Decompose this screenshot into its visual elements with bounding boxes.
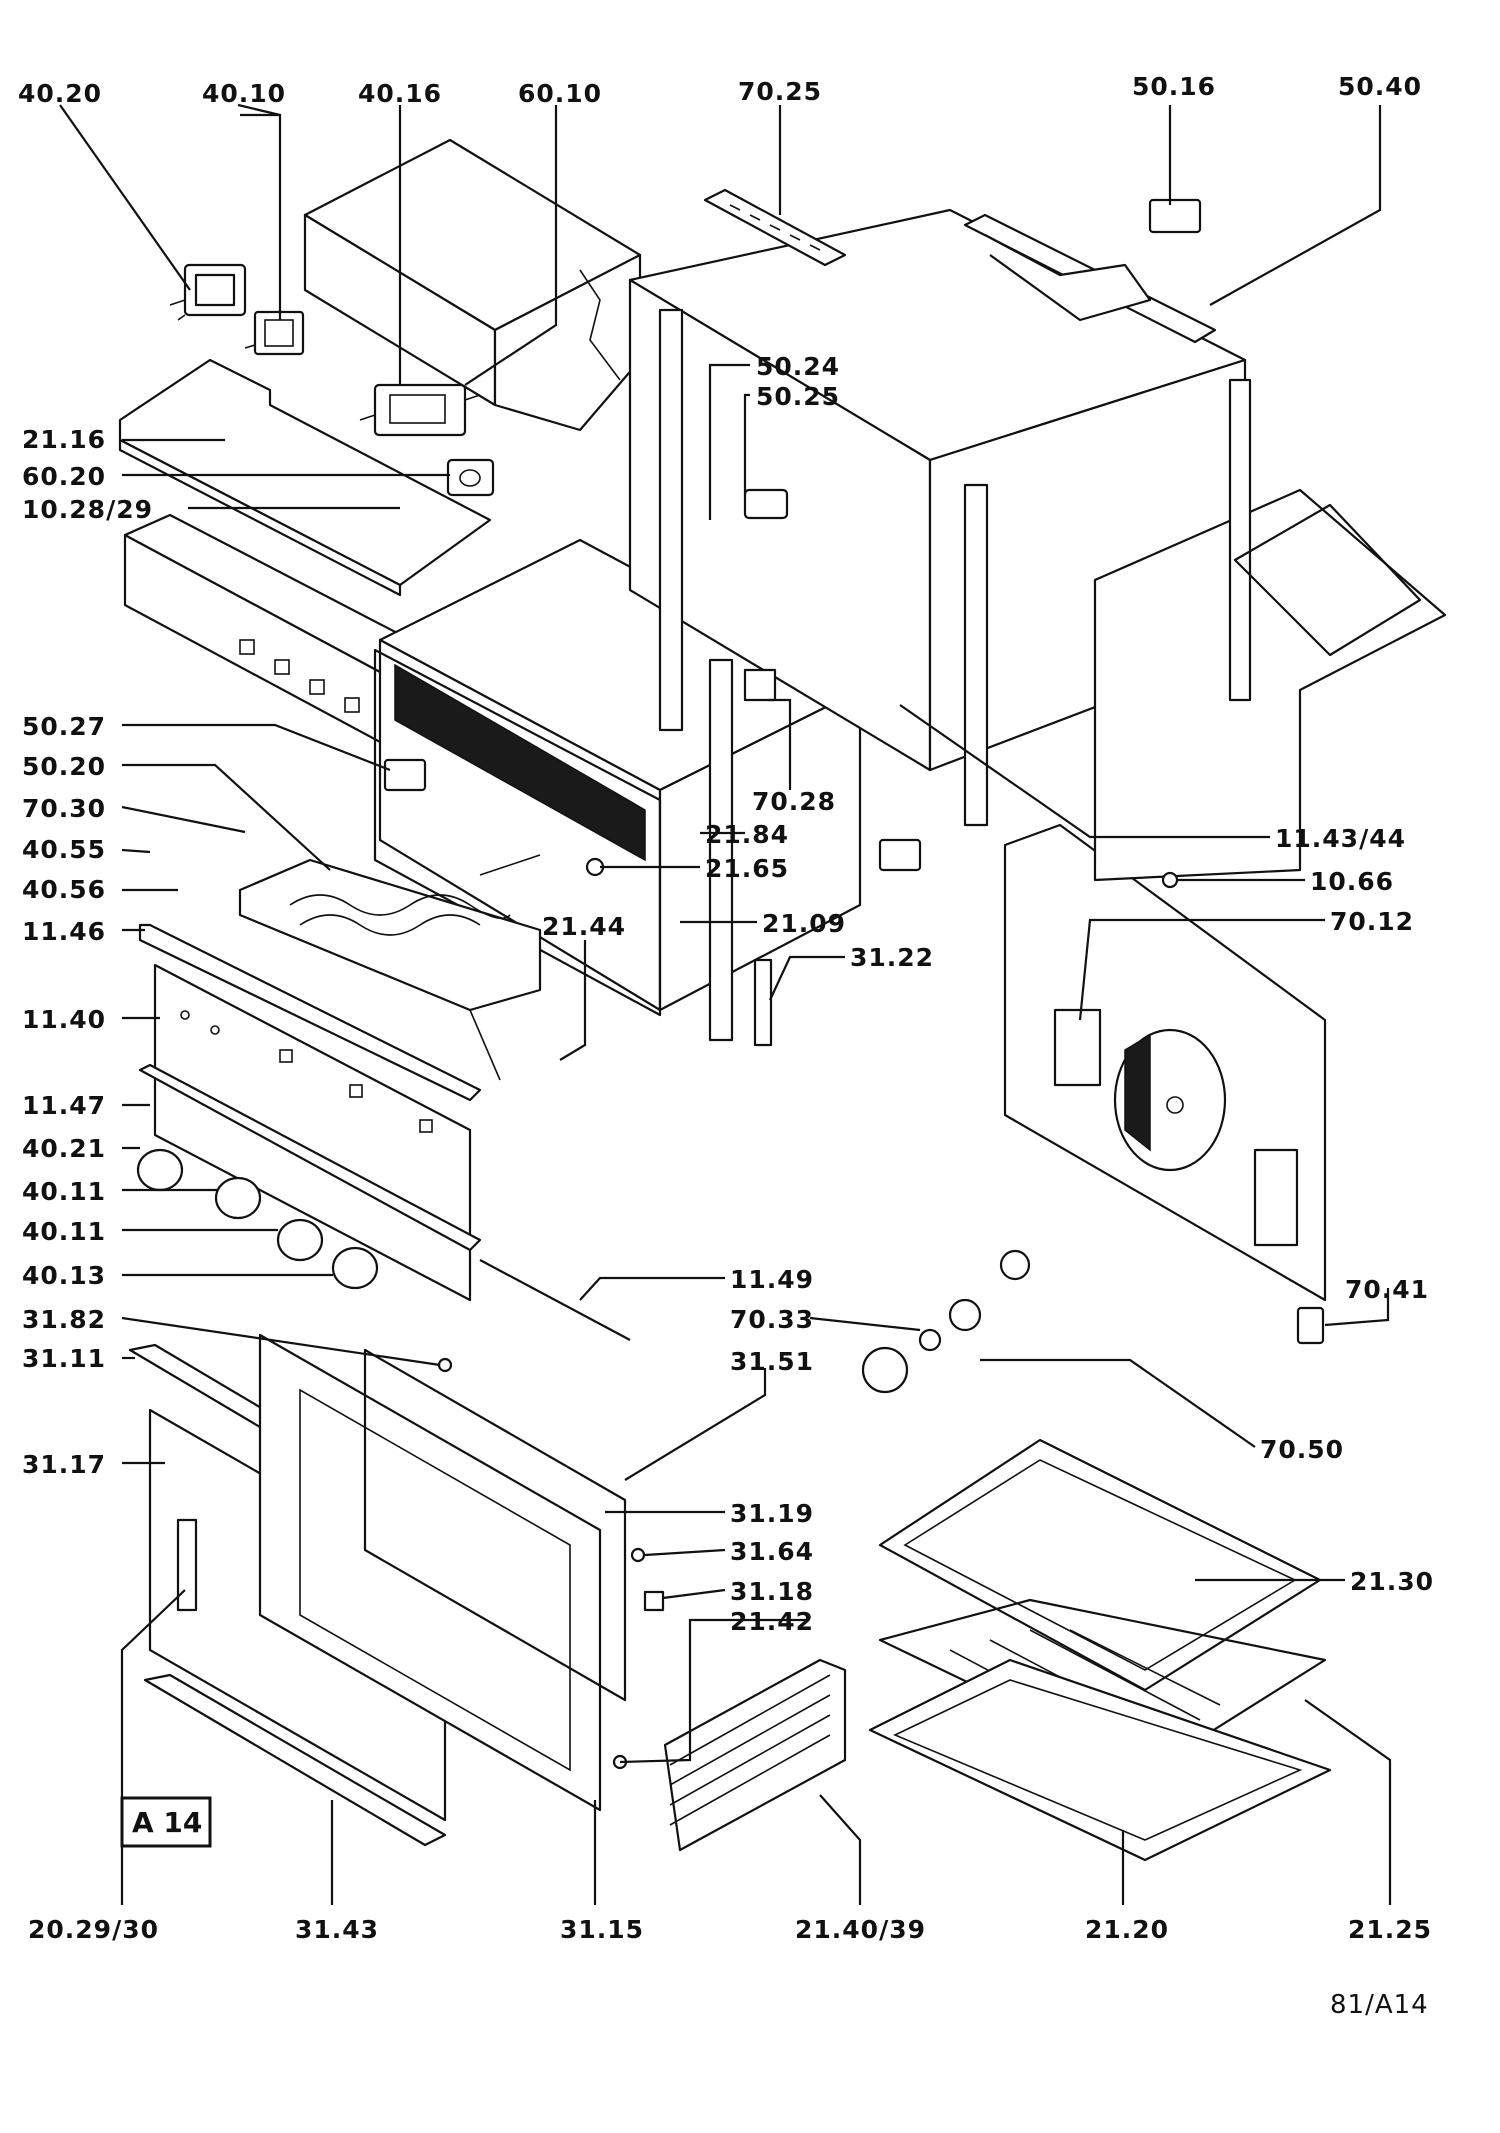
- label-21-16: 21.16: [22, 425, 106, 454]
- label-50-20: 50.20: [22, 752, 106, 781]
- label-21-84: 21.84: [705, 820, 789, 849]
- grill-element-50-40: [963, 213, 1422, 657]
- label-70-41: 70.41: [1345, 1275, 1429, 1304]
- label-40-13: 40.13: [22, 1261, 106, 1290]
- label-10-28-29: 10.28/29: [22, 495, 153, 524]
- terminal-block-70-25: [703, 188, 847, 267]
- label-50-16: 50.16: [1132, 72, 1216, 101]
- label-70-33: 70.33: [730, 1305, 814, 1334]
- label-21-30: 21.30: [1350, 1567, 1434, 1596]
- label-40-55: 40.55: [22, 835, 106, 864]
- top-cover-60-10: [303, 138, 642, 432]
- label-70-50: 70.50: [1260, 1435, 1344, 1464]
- thermostat-40-16: [359, 383, 481, 437]
- label-31-18: 31.18: [730, 1577, 814, 1606]
- part-drawings: [118, 138, 1447, 1862]
- timer-40-20: [169, 263, 247, 321]
- label-31-17: 31.17: [22, 1450, 106, 1479]
- lamp-socket-60-20: [446, 458, 495, 497]
- label-60-10: 60.10: [518, 79, 602, 108]
- label-50-40: 50.40: [1338, 72, 1422, 101]
- label-70-25: 70.25: [738, 77, 822, 106]
- label-11-46: 11.46: [22, 917, 106, 946]
- label-60-20: 60.20: [22, 462, 106, 491]
- control-panel-11-40: [138, 923, 482, 1302]
- label-11-43-44: 11.43/44: [1275, 824, 1406, 853]
- baking-tray-21-30: [878, 1438, 1322, 1692]
- relay-50-16: [1148, 198, 1202, 234]
- switch-40-10: [244, 310, 305, 356]
- rod-11-49: [479, 1259, 631, 1341]
- control-plate-21-16: [118, 358, 492, 597]
- label-40-11-b: 40.11: [22, 1217, 106, 1246]
- heating-element-50-20: [238, 854, 542, 1081]
- part-labels: 40.20 40.10 40.16 60.10 70.25 50.16 50.4…: [18, 72, 1434, 1944]
- label-50-25: 50.25: [756, 382, 840, 411]
- label-31-19: 31.19: [730, 1499, 814, 1528]
- label-40-21: 40.21: [22, 1134, 106, 1163]
- page-reference: 81/A14: [1330, 1990, 1429, 2020]
- label-70-28: 70.28: [752, 787, 836, 816]
- label-31-15: 31.15: [560, 1915, 644, 1944]
- label-31-51: 31.51: [730, 1347, 814, 1376]
- label-40-10: 40.10: [202, 79, 286, 108]
- label-31-82: 31.82: [22, 1305, 106, 1334]
- label-21-09: 21.09: [762, 909, 846, 938]
- label-21-40-39: 21.40/39: [795, 1915, 926, 1944]
- label-21-20: 21.20: [1085, 1915, 1169, 1944]
- leader-lines: [59, 103, 1392, 1905]
- outer-casing: [628, 208, 1447, 882]
- figure-code: A 14: [132, 1806, 202, 1839]
- figure-code-box: A 14: [120, 1796, 212, 1848]
- label-40-20: 40.20: [18, 79, 102, 108]
- label-31-64: 31.64: [730, 1537, 814, 1566]
- shelf-runners-21-40: [663, 1658, 847, 1852]
- oven-door-assembly: [128, 1333, 627, 1847]
- label-10-66: 10.66: [1310, 867, 1394, 896]
- label-21-25: 21.25: [1348, 1915, 1432, 1944]
- back-panel-70-12: [1003, 823, 1327, 1302]
- label-31-43: 31.43: [295, 1915, 379, 1944]
- label-40-11-a: 40.11: [22, 1177, 106, 1206]
- label-20-29-30: 20.29/30: [28, 1915, 159, 1944]
- control-knobs: [136, 1148, 379, 1290]
- drip-pan-21-20: [868, 1658, 1332, 1862]
- label-21-42: 21.42: [730, 1607, 814, 1636]
- oven-cavity-21-09: [373, 538, 862, 1042]
- label-70-30: 70.30: [22, 794, 106, 823]
- label-11-40: 11.40: [22, 1005, 106, 1034]
- label-50-27: 50.27: [22, 712, 106, 741]
- small-parts: [383, 488, 1325, 1770]
- label-40-56: 40.56: [22, 875, 106, 904]
- label-50-24: 50.24: [756, 352, 840, 381]
- label-11-47: 11.47: [22, 1091, 106, 1120]
- label-21-65: 21.65: [705, 854, 789, 883]
- label-21-44: 21.44: [542, 912, 626, 941]
- label-11-49: 11.49: [730, 1265, 814, 1294]
- label-31-11: 31.11: [22, 1344, 106, 1373]
- label-40-16: 40.16: [358, 79, 442, 108]
- label-31-22: 31.22: [850, 943, 934, 972]
- label-70-12: 70.12: [1330, 907, 1414, 936]
